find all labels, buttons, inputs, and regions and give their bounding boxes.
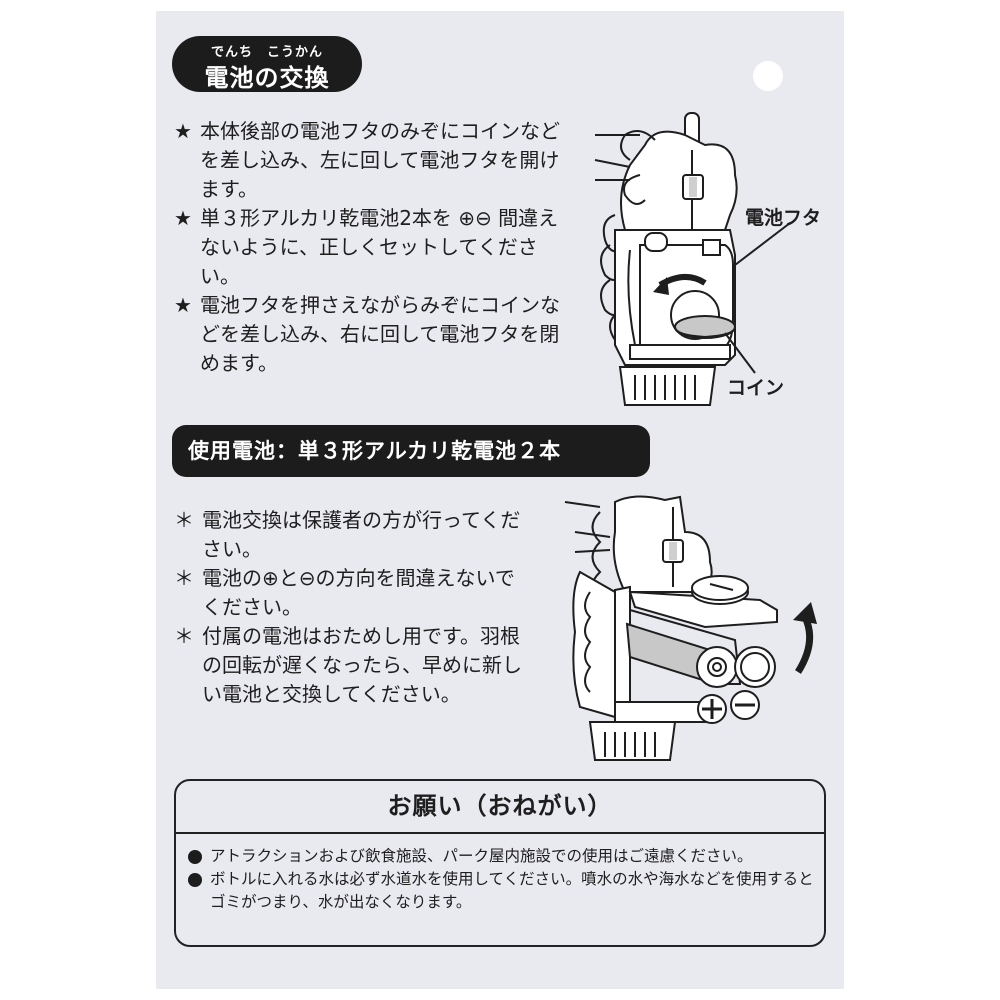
step-item: ★ 電池フタを押さえながらみぞにコインなどを差し込み、右に回して電池フタを閉めま… xyxy=(174,291,564,378)
caution-text: 電池の⊕と⊖の方向を間違えないでください。 xyxy=(202,566,515,619)
caution-item: ＊ 付属の電池はおためし用です。羽根の回転が遅くなったら、早めに新しい電池と交換… xyxy=(174,622,534,709)
replacement-steps: ★ 本体後部の電池フタのみぞにコインなどを差し込み、左に回して電池フタを開けます… xyxy=(174,117,564,378)
battery-cover-label: 電池フタ xyxy=(745,207,822,229)
notice-box: お願い（おねがい） アトラクションおよび飲食施設、パーク屋内施設での使用はご遠慮… xyxy=(174,779,826,947)
notice-item: アトラクションおよび飲食施設、パーク屋内施設での使用はご遠慮ください。 xyxy=(188,845,818,868)
fan-device-illustration xyxy=(594,112,791,406)
notice-list: アトラクションおよび飲食施設、パーク屋内施設での使用はご遠慮ください。 ボトルに… xyxy=(188,845,818,914)
step-text: 本体後部の電池フタのみぞにコインなどを差し込み、左に回して電池フタを開けます。 xyxy=(200,119,560,201)
step-text: 単３形アルカリ乾電池2本を ⊕⊖ 間違えないように、正しくセットしてください。 xyxy=(200,206,559,288)
coin-label: コイン xyxy=(727,377,785,399)
open-battery-compartment-illustration xyxy=(564,495,817,761)
caution-item: ＊ 電池の⊕と⊖の方向を間違えないでください。 xyxy=(174,564,534,622)
caution-text: 付属の電池はおためし用です。羽根の回転が遅くなったら、早めに新しい電池と交換して… xyxy=(202,624,522,706)
step-item: ★ 本体後部の電池フタのみぞにコインなどを差し込み、左に回して電池フタを開けます… xyxy=(174,117,564,204)
step-text: 電池フタを押さえながらみぞにコインなどを差し込み、右に回して電池フタを閉めます。 xyxy=(200,293,560,375)
notice-text: アトラクションおよび飲食施設、パーク屋内施設での使用はご遠慮ください。 xyxy=(210,847,753,865)
star-icon: ★ xyxy=(174,206,192,230)
battery-cover-illustration: 電池フタ コイン xyxy=(585,105,840,415)
asterisk-icon: ＊ xyxy=(174,508,194,532)
notice-title: お願い（おねがい） xyxy=(176,781,824,834)
star-icon: ★ xyxy=(174,119,192,143)
battery-install-illustration xyxy=(555,492,825,762)
hang-hole xyxy=(753,61,783,91)
notice-text: ボトルに入れる水は必ず水道水を使用してください。噴水の水や海水などを使用するとゴ… xyxy=(210,870,814,911)
caution-text: 電池交換は保護者の方が行ってください。 xyxy=(202,508,521,561)
heading-ruby: でんち こうかん xyxy=(210,45,323,60)
step-item: ★ 単３形アルカリ乾電池2本を ⊕⊖ 間違えないように、正しくセットしてください… xyxy=(174,204,564,291)
asterisk-icon: ＊ xyxy=(174,624,194,648)
battery-spec-banner: 使用電池：単３形アルカリ乾電池２本 xyxy=(172,425,650,477)
notice-item: ボトルに入れる水は必ず水道水を使用してください。噴水の水や海水などを使用するとゴ… xyxy=(188,868,818,914)
bullet-icon xyxy=(188,850,202,864)
star-icon: ★ xyxy=(174,293,192,317)
caution-list: ＊ 電池交換は保護者の方が行ってください。 ＊ 電池の⊕と⊖の方向を間違えないで… xyxy=(174,506,534,709)
bullet-icon xyxy=(188,873,202,887)
battery-replacement-heading: でんち こうかん 電池の交換 xyxy=(172,36,362,92)
asterisk-icon: ＊ xyxy=(174,566,194,590)
heading-title: 電池の交換 xyxy=(204,64,330,92)
caution-item: ＊ 電池交換は保護者の方が行ってください。 xyxy=(174,506,534,564)
